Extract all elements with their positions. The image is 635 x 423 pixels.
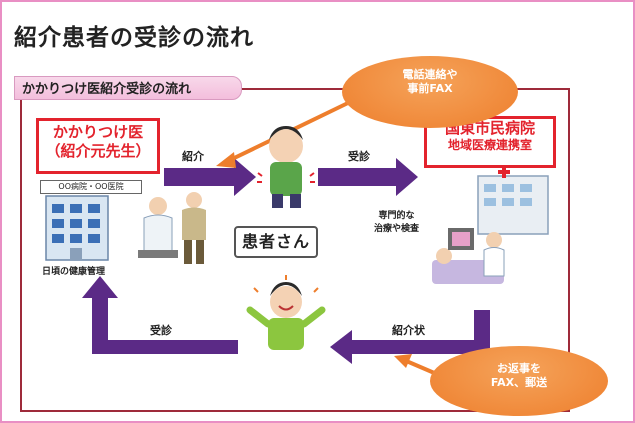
referrer-line2: （紹介元先生） — [45, 141, 151, 160]
arrow-visit-bottom — [82, 276, 238, 354]
flow-tab-label: かかりつけ医紹介受診の流れ — [22, 82, 192, 97]
referrer-box: かかりつけ医 （紹介元先生） — [36, 118, 160, 174]
hospital-line2: 地域医療連携室 — [447, 137, 532, 152]
referrer-line1: かかりつけ医 — [52, 123, 144, 141]
arrow-referral — [164, 158, 256, 196]
clinic-sign: OO病院・OO医院 — [40, 180, 142, 194]
specialist-care-line2: 治療や検査 — [374, 224, 420, 234]
bubble-bottom-line1: お返事を — [497, 362, 541, 375]
page-title: 紹介患者の受診の流れ — [14, 25, 254, 51]
bubble-bottom-line2: FAX、郵送 — [490, 376, 548, 390]
arrow-label-referral: 紹介 — [182, 150, 204, 163]
arrow-referral-letter — [330, 310, 490, 364]
arrow-label-referral-letter: 紹介状 — [392, 324, 425, 337]
specialist-care-line1: 専門的な — [378, 211, 415, 221]
arrow-visit-top — [318, 158, 418, 196]
clinic-patient-icon — [182, 192, 206, 264]
daily-health-label: 日頃の健康管理 — [42, 267, 106, 277]
patient-label: 患者さん — [234, 226, 318, 258]
specialist-care-label: 専門的な 治療や検査 — [374, 208, 419, 234]
sick-patient-icon — [257, 126, 315, 208]
bubble-top-line1: 電話連絡や — [402, 68, 458, 81]
hospital-exam-icon — [432, 228, 505, 284]
flow-tab — [14, 76, 242, 100]
bubble-top-line2: 事前FAX — [407, 82, 453, 96]
notice-bubble-top: 電話連絡や 事前FAX — [342, 56, 518, 128]
arrow-label-visit-top: 受診 — [348, 150, 370, 163]
arrow-label-visit-bottom: 受診 — [150, 324, 172, 337]
clinic-building-icon — [45, 195, 109, 261]
notice-bubble-bottom: お返事を FAX、郵送 — [430, 346, 608, 416]
clinic-doctor-icon — [138, 197, 178, 258]
happy-patient-icon — [246, 275, 326, 350]
hospital-building-icon — [477, 166, 549, 235]
